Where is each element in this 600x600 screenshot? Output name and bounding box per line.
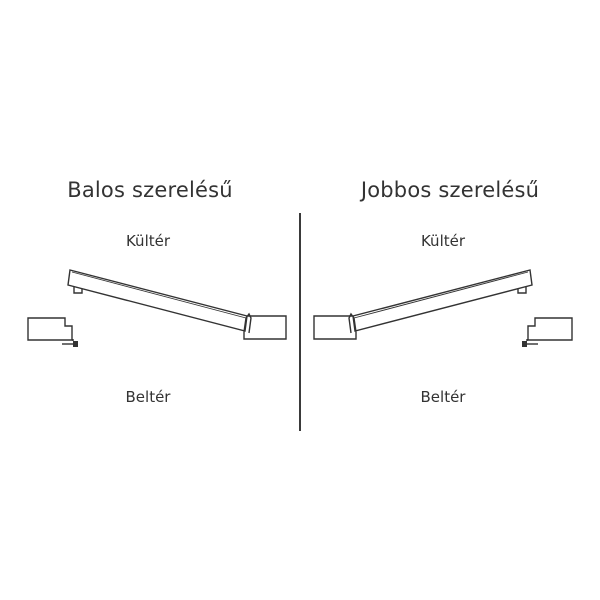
right-door-leaf [352,269,533,332]
left-hinge-icon [62,339,78,347]
left-inside-label: Beltér [125,388,171,406]
left-leaf-tab [73,287,83,294]
left-latch-icon [243,312,252,334]
right-leaf-tab [517,287,527,294]
center-divider [299,213,301,431]
left-mount-plan [27,269,287,347]
right-hinge-frame [527,317,573,341]
left-outside-label: Kültér [125,232,171,250]
right-inside-label: Beltér [420,388,466,406]
left-door-leaf [67,269,248,332]
right-door-leaf-inner-line [353,271,529,319]
right-latch-icon [348,312,357,334]
left-lock-frame [243,315,287,340]
left-mount-title: Balos szerelésű [67,178,233,202]
right-lock-frame [313,315,357,340]
left-hinge-frame [27,317,73,341]
right-hinge-icon [522,339,538,347]
left-door-leaf-inner-line [71,271,247,319]
right-outside-label: Kültér [420,232,466,250]
right-mount-title: Jobbos szerelésű [360,178,540,202]
right-mount-plan [313,269,573,347]
